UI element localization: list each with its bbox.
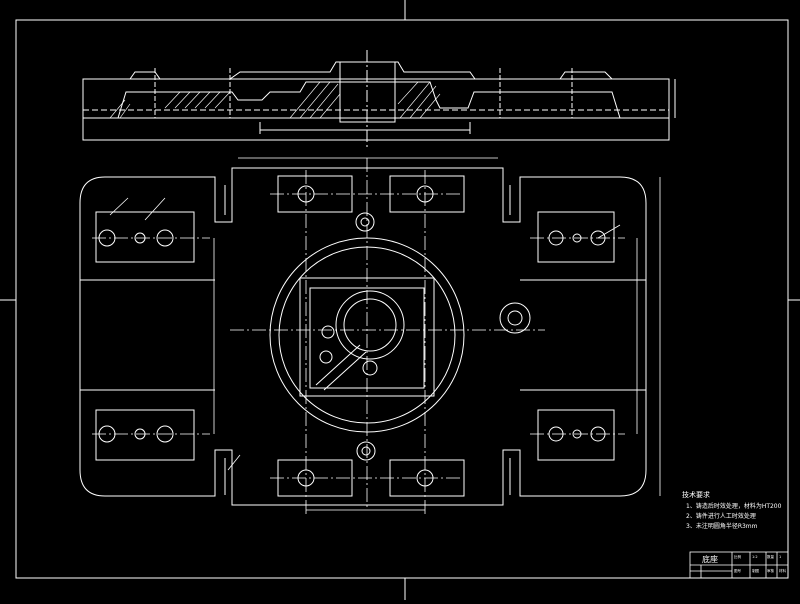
center-bore-inner [343,298,397,352]
pocket-small-hole-1 [321,325,335,339]
leader-3 [597,224,621,239]
pocket-hole [362,360,378,376]
pocket-rib-2 [323,351,367,391]
bottom-locator-inner [361,446,371,456]
left-bottom-pad [95,409,195,461]
title-cell-5: 图号 [734,568,742,573]
notes-heading: 技术要求 [682,490,710,499]
leader-2 [144,197,166,221]
notes-line-2: 2、铸件进行人工时效处理 [686,512,756,520]
section-inner-profile [96,81,655,119]
bolt-hole-lb-3 [156,425,174,443]
leader-1 [109,197,129,216]
right-boss-inner [507,310,523,326]
notes-line-1: 1、铸造后时效处理，材料为HT200 [686,502,782,510]
technical-notes: 技术要求 1、铸造后时效处理，材料为HT200 2、铸件进行人工时效处理 3、未… [682,490,782,530]
left-top-pad [95,211,195,263]
center-bore-outer [335,290,405,360]
bottom-locator-outer [356,441,376,461]
title-cell-8: 材料 [779,568,787,573]
title-cell-1: 比例 [734,554,742,559]
part-name: 底座 [702,554,718,564]
section-hatching [109,81,441,119]
right-boss-outer [499,302,531,334]
dimension-lines [109,157,661,511]
bolt-hole-lt-3 [156,229,174,247]
drawing-border [15,19,789,579]
title-cell-6: 制图 [752,568,760,573]
title-cell-2: 1:2 [752,555,758,559]
title-cell-4: 1 [779,555,781,559]
pocket-small-hole-2 [319,350,333,364]
title-block-text: 底座 比例 1:2 数量 1 图号 制图 审核 材料 [702,554,787,573]
right-top-pad [537,211,615,263]
notes-line-3: 3、未注明圆角半径R3mm [686,522,758,530]
leader-4 [227,454,241,471]
section-view [82,50,676,150]
plan-outline [79,167,647,506]
title-cell-3: 数量 [767,554,775,559]
right-bottom-pad [537,409,615,461]
top-locator-outer [355,212,375,232]
top-locator-inner [360,217,370,227]
title-block [689,551,789,579]
pocket-rib-1 [315,344,361,386]
plan-centerlines [92,158,625,515]
title-cell-7: 审核 [767,568,775,573]
